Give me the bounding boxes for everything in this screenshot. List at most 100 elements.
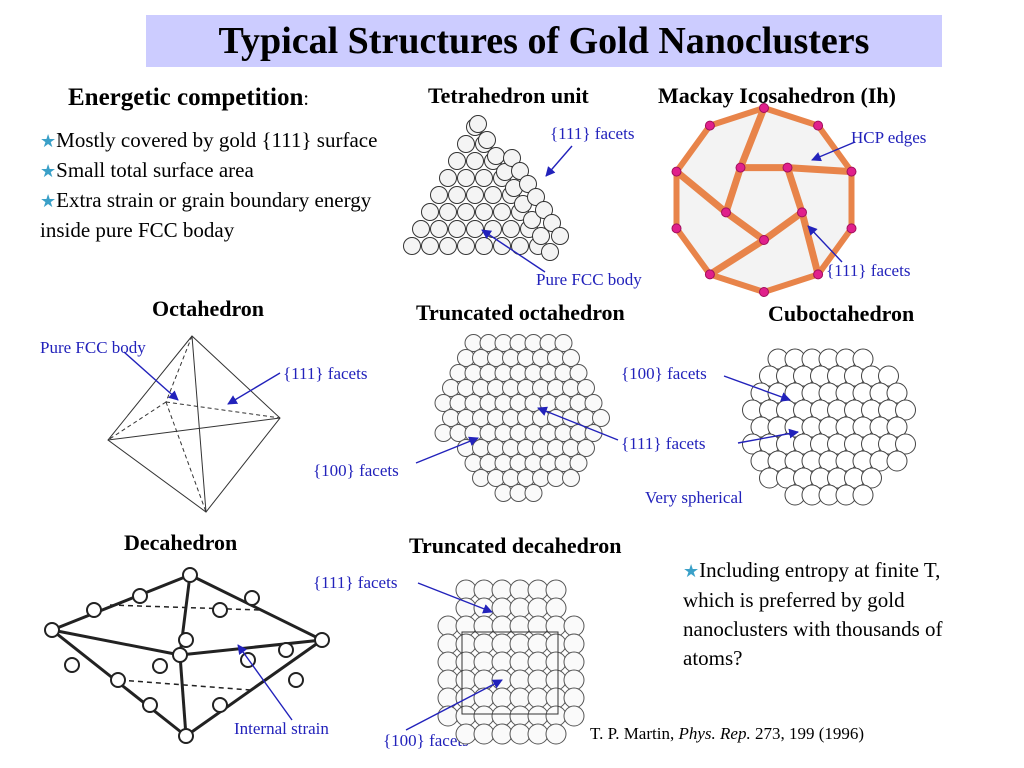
atom-sphere <box>244 590 260 606</box>
atom-sphere <box>509 334 528 352</box>
atom-sphere <box>545 579 567 601</box>
atom-sphere <box>493 203 511 221</box>
energetic-bullets: ★Mostly covered by gold {111} surface ★S… <box>40 126 385 245</box>
atom-sphere <box>532 379 550 397</box>
atom-sphere <box>448 186 466 204</box>
atom-sphere <box>527 687 549 709</box>
atom-sphere <box>457 439 475 457</box>
atom-sphere <box>524 454 543 472</box>
atom-sphere <box>569 394 588 412</box>
atom-sphere <box>455 615 477 637</box>
atom-sphere <box>523 211 541 229</box>
atom-sphere <box>539 424 558 442</box>
atom-sphere <box>314 632 330 648</box>
heading-truncated-decahedron: Truncated decahedron <box>409 533 622 558</box>
atom-sphere <box>449 424 468 442</box>
tetrahedron-drawing <box>403 115 569 261</box>
truncated-decahedron-drawing <box>437 579 585 745</box>
atom-sphere <box>563 669 585 691</box>
atom-sphere <box>545 723 567 745</box>
atom-sphere <box>44 622 60 638</box>
atom-sphere <box>466 220 484 238</box>
atom-sphere <box>439 237 457 255</box>
atom-sphere <box>554 424 573 442</box>
atom-sphere <box>852 348 874 370</box>
hcp-edge <box>787 164 852 176</box>
atom-sphere <box>212 602 228 618</box>
atom-sphere <box>494 364 513 382</box>
atom-sphere <box>464 424 483 442</box>
atom-sphere <box>524 484 543 502</box>
atom-sphere <box>437 615 459 637</box>
atom-sphere <box>494 454 513 472</box>
atom-sphere <box>475 169 493 187</box>
hcp-edge <box>737 106 768 169</box>
atom-sphere <box>491 633 513 655</box>
atom-sphere <box>541 243 559 261</box>
atom-sphere <box>509 454 528 472</box>
atom-sphere <box>886 382 908 404</box>
atom-sphere <box>517 379 535 397</box>
atom-sphere <box>487 469 505 487</box>
hcp-edge <box>674 168 729 216</box>
atom-sphere <box>545 705 567 727</box>
atom-sphere <box>517 349 535 367</box>
atom-sphere <box>535 201 553 219</box>
star-bullet-icon: ★ <box>40 131 57 151</box>
atom-sphere <box>494 484 513 502</box>
annotation-arrows <box>123 141 856 731</box>
atom-sphere <box>457 379 475 397</box>
title-bar <box>146 15 942 67</box>
atom-sphere <box>886 416 908 438</box>
atom-sphere <box>539 334 558 352</box>
atom-sphere <box>473 687 495 709</box>
atom-sphere <box>466 186 484 204</box>
atom-sphere <box>509 687 531 709</box>
citation: T. P. Martin, Phys. Rep. 273, 199 (1996) <box>590 724 865 743</box>
atom-sphere <box>671 223 682 234</box>
star-bullet-icon: ★ <box>40 191 57 211</box>
atom-sphere <box>704 120 715 131</box>
atom-sphere <box>517 469 535 487</box>
atom-sphere <box>132 588 148 604</box>
hcp-edge <box>708 237 766 278</box>
atom-sphere <box>494 394 513 412</box>
atom-sphere <box>721 207 731 218</box>
atom-sphere <box>759 287 769 297</box>
atom-sphere <box>86 602 102 618</box>
atom-sphere <box>878 365 899 387</box>
atom-sphere <box>562 439 580 457</box>
atom-sphere <box>511 162 529 180</box>
atom-sphere <box>895 399 916 421</box>
atom-sphere <box>464 364 483 382</box>
atom-sphere <box>509 615 531 637</box>
label-very-spherical: Very spherical <box>645 488 743 507</box>
atom-sphere <box>479 424 498 442</box>
atom-sphere <box>563 687 585 709</box>
bullet-item: ★Extra strain or grain boundary energy i… <box>40 188 372 242</box>
atom-sphere <box>64 657 80 673</box>
atom-sphere <box>491 615 513 637</box>
atom-sphere <box>852 484 874 506</box>
atom-sphere <box>547 379 565 397</box>
atom-sphere <box>491 687 513 709</box>
atom-sphere <box>469 115 487 133</box>
atom-sphere <box>491 597 513 619</box>
atom-sphere <box>524 364 543 382</box>
atom-sphere <box>491 723 513 745</box>
atom-sphere <box>519 175 537 193</box>
atom-sphere <box>545 597 567 619</box>
atom-sphere <box>479 364 498 382</box>
atom-sphere <box>457 135 475 153</box>
atom-sphere <box>430 220 448 238</box>
atom-sphere <box>543 214 561 232</box>
cuboctahedron-drawing <box>742 348 916 506</box>
atom-sphere <box>562 349 580 367</box>
atom-sphere <box>532 469 550 487</box>
atom-sphere <box>455 597 477 619</box>
atom-sphere <box>509 705 531 727</box>
atom-sphere <box>527 615 549 637</box>
atom-sphere <box>472 469 490 487</box>
label-tetra-fcc: Pure FCC body <box>536 270 642 289</box>
atom-sphere <box>532 349 550 367</box>
